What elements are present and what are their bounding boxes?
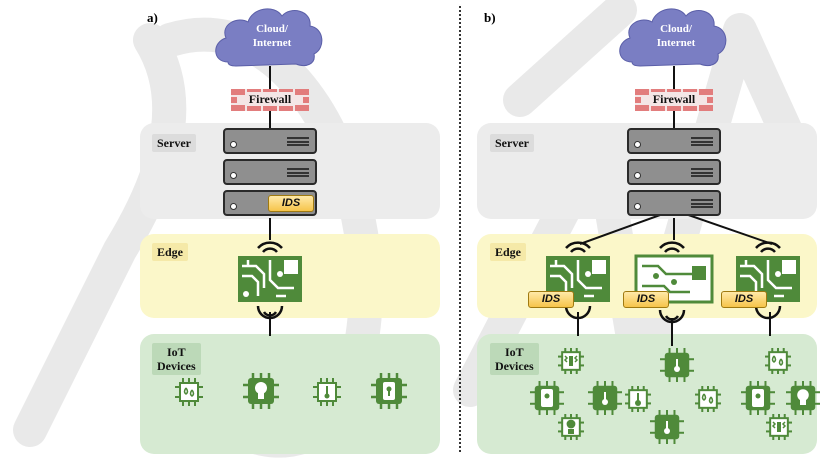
edge-label-a: Edge xyxy=(152,243,189,261)
server-unit xyxy=(223,159,317,185)
edge-board-icon xyxy=(546,241,610,320)
firewall-a: Firewall xyxy=(231,89,309,111)
thermometer-chip-icon xyxy=(588,381,622,415)
edge-board-icon xyxy=(634,241,714,324)
cloud-label-line2: Internet xyxy=(656,37,696,49)
thermometer-chip-icon xyxy=(625,386,651,412)
server-label-a: Server xyxy=(152,134,196,152)
iot-label-line1: IoT xyxy=(166,345,186,359)
water-sensor-chip-icon xyxy=(765,348,791,374)
ids-badge-b3: IDS xyxy=(721,291,767,308)
server-unit xyxy=(223,128,317,154)
iot-label-line2: Devices xyxy=(157,359,196,373)
vibration-chip-icon xyxy=(766,414,792,440)
server-unit xyxy=(627,159,721,185)
thermometer-chip-icon xyxy=(313,378,341,406)
vibration-chip-icon xyxy=(558,348,584,374)
lightbulb-chip-icon xyxy=(558,414,584,440)
cloud-label-a: Cloud/ Internet xyxy=(232,22,312,50)
panel-divider xyxy=(459,6,461,452)
lock-chip-icon xyxy=(741,381,775,415)
water-sensor-chip-icon xyxy=(695,386,721,412)
lightbulb-chip-icon xyxy=(243,373,279,409)
ids-badge-b2: IDS xyxy=(623,291,669,308)
water-sensor-chip-icon xyxy=(175,378,203,406)
firewall-label: Firewall xyxy=(650,92,698,106)
thermometer-chip-icon xyxy=(650,410,684,444)
firewall-b: Firewall xyxy=(635,89,713,111)
lightbulb-chip-icon xyxy=(786,381,820,415)
panel-b-title: b) xyxy=(484,10,496,25)
edge-board-icon xyxy=(238,241,302,320)
thermometer-gauge-icon xyxy=(660,348,694,382)
server-unit xyxy=(627,190,721,216)
lock-chip-icon xyxy=(530,381,564,415)
cloud-label-line1: Cloud/ xyxy=(256,23,288,35)
cloud-label-line2: Internet xyxy=(252,37,292,49)
iot-label-line2: Devices xyxy=(495,359,534,373)
edge-label-b: Edge xyxy=(490,243,527,261)
iot-label-line1: IoT xyxy=(504,345,524,359)
iot-label-a: IoT Devices xyxy=(152,343,201,375)
ids-badge-a: IDS xyxy=(268,195,314,212)
iot-label-b: IoT Devices xyxy=(490,343,539,375)
ids-badge-b1: IDS xyxy=(528,291,574,308)
firewall-label: Firewall xyxy=(246,92,294,106)
server-label-b: Server xyxy=(490,134,534,152)
cloud-label-b: Cloud/ Internet xyxy=(636,22,716,50)
server-unit xyxy=(627,128,721,154)
cloud-icon xyxy=(215,8,323,67)
cloud-label-line1: Cloud/ xyxy=(660,23,692,35)
cloud-icon xyxy=(619,8,727,67)
lock-chip-icon xyxy=(371,373,407,409)
panel-a-title: a) xyxy=(147,10,158,25)
